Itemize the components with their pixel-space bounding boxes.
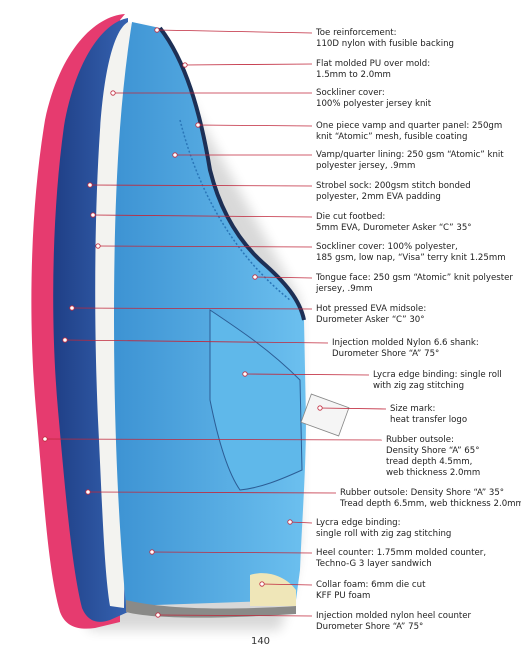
leader-anchor-dot [88, 183, 92, 187]
callout-text-line: 1.5mm to 2.0mm [316, 70, 516, 81]
callout-text-line: Tread depth 6.5mm, web thickness 2.0mm [340, 499, 521, 510]
callout-text-line: Collar foam: 6mm die cut [316, 580, 516, 591]
leader-line [157, 30, 312, 33]
leader-anchor-dot [96, 244, 100, 248]
leader-anchor-dot [243, 372, 247, 376]
callout-text-line: 100% polyester jersey knit [316, 99, 516, 110]
callout-text-line: knit “Atomic” mesh, fusible coating [316, 132, 516, 143]
callout-text-line: single roll with zig zag stitching [316, 529, 516, 540]
leader-anchor-dot [260, 582, 264, 586]
leader-anchor-dot [91, 213, 95, 217]
callout-text-line: Toe reinforcement: [316, 28, 516, 39]
leader-anchor-dot [173, 153, 177, 157]
callout-text-line: Rubber outsole: [386, 435, 521, 446]
callout-text-line: jersey, .9mm [316, 284, 516, 295]
callout-text-line: Lycra edge binding: single roll [373, 370, 521, 381]
callout-text-line: Strobel sock: 200gsm stitch bonded [316, 181, 516, 192]
callout-label: Hot pressed EVA midsole:Durometer Asker … [316, 304, 516, 326]
callout-label: Heel counter: 1.75mm molded counter,Tech… [316, 548, 516, 570]
page-number: 140 [0, 636, 521, 647]
callout-text-line: Die cut footbed: [316, 212, 516, 223]
callout-label: Tongue face: 250 gsm “Atomic” knit polye… [316, 273, 516, 295]
leader-anchor-dot [86, 490, 90, 494]
callout-text-line: Durometer Asker “C” 30° [316, 315, 516, 326]
callout-text-line: 185 gsm, low nap, “Visa” terry knit 1.25… [316, 253, 516, 264]
callout-text-line: web thickness 2.0mm [386, 468, 521, 479]
callout-text-line: tread depth 4.5mm, [386, 457, 521, 468]
leader-anchor-dot [253, 275, 257, 279]
callout-text-line: polyester jersey, .9mm [316, 161, 516, 172]
leader-anchor-dot [70, 306, 74, 310]
callout-label: Toe reinforcement:110D nylon with fusibl… [316, 28, 516, 50]
leader-anchor-dot [43, 437, 47, 441]
leader-line [198, 125, 312, 126]
callout-text-line: Vamp/quarter lining: 250 gsm “Atomic” kn… [316, 150, 516, 161]
callout-text-line: KFF PU foam [316, 591, 516, 602]
leader-anchor-dot [111, 91, 115, 95]
callout-text-line: Sockliner cover: [316, 88, 516, 99]
leader-anchor-dot [183, 63, 187, 67]
callout-text-line: Rubber outsole: Density Shore “A” 35° [340, 488, 521, 499]
callout-label: Sockliner cover:100% polyester jersey kn… [316, 88, 516, 110]
callout-label: Size mark:heat transfer logo [390, 404, 521, 426]
leader-anchor-dot [156, 613, 160, 617]
callout-label: Sockliner cover: 100% polyester,185 gsm,… [316, 242, 516, 264]
leader-line [185, 64, 312, 65]
callout-text-line: Injection molded Nylon 6.6 shank: [332, 338, 521, 349]
callout-text-line: Size mark: [390, 404, 521, 415]
callout-label: Die cut footbed:5mm EVA, Durometer Asker… [316, 212, 516, 234]
callout-text-line: Lycra edge binding: [316, 518, 516, 529]
callout-label: Rubber outsole:Density Shore “A” 65°trea… [386, 435, 521, 479]
callout-label: Flat molded PU over mold:1.5mm to 2.0mm [316, 59, 516, 81]
leader-anchor-dot [155, 28, 159, 32]
leader-anchor-dot [318, 406, 322, 410]
callout-label: Injection molded Nylon 6.6 shank:Duromet… [332, 338, 521, 360]
callout-text-line: Flat molded PU over mold: [316, 59, 516, 70]
callout-text-line: Injection molded nylon heel counter [316, 611, 516, 622]
callout-text-line: Techno-G 3 layer sandwich [316, 559, 516, 570]
callout-text-line: Durometer Shore “A” 75° [332, 349, 521, 360]
callout-label: Vamp/quarter lining: 250 gsm “Atomic” kn… [316, 150, 516, 172]
callout-text-line: Tongue face: 250 gsm “Atomic” knit polye… [316, 273, 516, 284]
leader-anchor-dot [196, 123, 200, 127]
callout-text-line: Sockliner cover: 100% polyester, [316, 242, 516, 253]
callout-text-line: 5mm EVA, Durometer Asker “C” 35° [316, 223, 516, 234]
callout-text-line: Heel counter: 1.75mm molded counter, [316, 548, 516, 559]
callout-text-line: 110D nylon with fusible backing [316, 39, 516, 50]
callout-text-line: heat transfer logo [390, 415, 521, 426]
callout-label: Rubber outsole: Density Shore “A” 35°Tre… [340, 488, 521, 510]
leader-anchor-dot [288, 520, 292, 524]
callout-text-line: Durometer Shore “A” 75° [316, 622, 516, 633]
callout-text-line: polyester, 2mm EVA padding [316, 192, 516, 203]
callout-text-line: One piece vamp and quarter panel: 250gm [316, 121, 516, 132]
size-mark-tag [301, 394, 349, 436]
callout-text-line: with zig zag stitching [373, 381, 521, 392]
callout-text-line: Hot pressed EVA midsole: [316, 304, 516, 315]
callout-label: Lycra edge binding:single roll with zig … [316, 518, 516, 540]
leader-anchor-dot [63, 338, 67, 342]
leader-anchor-dot [150, 550, 154, 554]
callout-text-line: Density Shore “A” 65° [386, 446, 521, 457]
